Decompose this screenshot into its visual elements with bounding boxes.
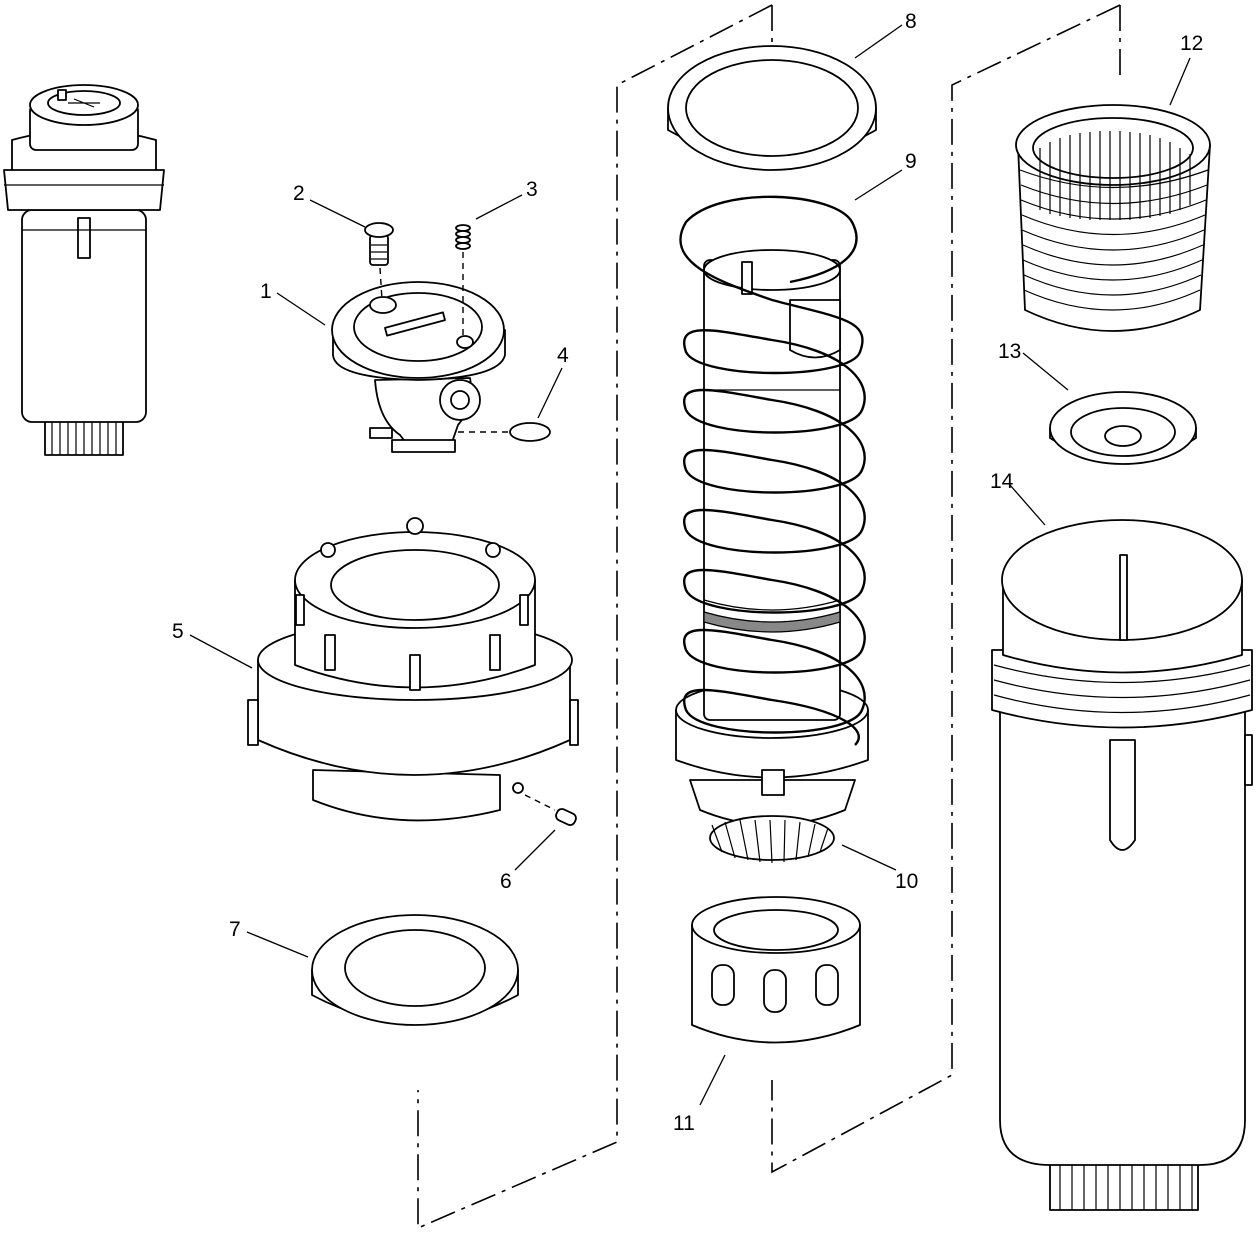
callout-2: 2	[293, 182, 305, 205]
callout-3: 3	[526, 178, 538, 201]
part-14-body-housing	[991, 519, 1253, 1211]
part-8-wiper-seal	[667, 45, 877, 171]
part-4-disc	[458, 422, 551, 442]
callout-8: 8	[905, 10, 917, 33]
part-1-nozzle-base	[331, 281, 506, 453]
callout-9: 9	[905, 150, 917, 173]
callout-12: 12	[1180, 32, 1203, 55]
leader-lines	[189, 24, 1191, 1106]
part-12-filter-screen	[1015, 104, 1211, 332]
part-3-spring	[455, 224, 471, 338]
part-5-cap	[247, 517, 579, 822]
part-11-collar	[691, 896, 861, 1044]
callout-4: 4	[557, 344, 569, 367]
assembled-sprinkler	[3, 84, 165, 456]
callout-11: 11	[673, 1112, 695, 1135]
part-7-seal	[311, 914, 519, 1026]
callout-6: 6	[500, 870, 512, 893]
callout-1: 1	[260, 280, 272, 303]
part-6-set-screw	[555, 808, 577, 826]
callout-13: 13	[998, 340, 1021, 363]
callout-7: 7	[229, 918, 241, 941]
part-13-washer	[1049, 391, 1197, 465]
part-10-riser-assembly	[675, 249, 869, 864]
part-9-spring	[679, 195, 866, 746]
callout-labels: 1 2 3 4 5 6 7 8 9 10 11 12 13 14	[172, 10, 1203, 1135]
callout-10: 10	[895, 870, 918, 893]
callout-5: 5	[172, 620, 184, 643]
part-2-screw	[364, 222, 394, 301]
callout-14: 14	[990, 470, 1014, 493]
